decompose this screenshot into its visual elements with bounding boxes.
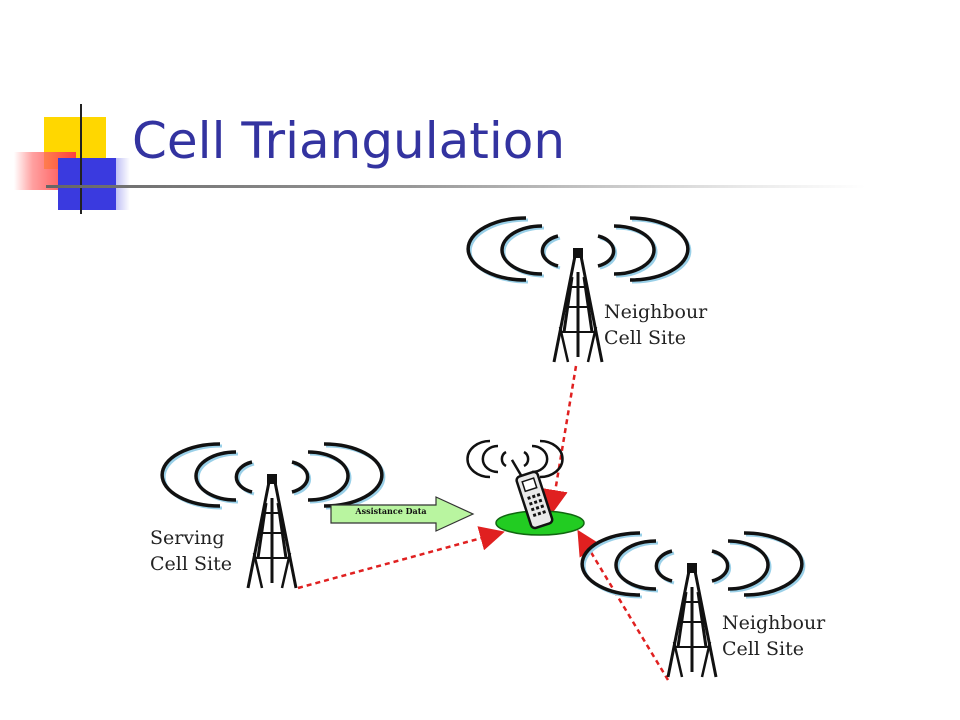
mobile-handset-icon [466,439,585,536]
neighbour-bottom-label-line1: Neighbour [722,612,826,634]
serving-cell-site-label: Serving Cell Site [150,525,232,577]
link-serving-to-handset [297,526,505,590]
corner-blue-fade [108,158,130,210]
assistance-data-arrow [330,496,475,532]
link-top-neighbour-to-handset [542,365,578,515]
neighbour-bottom-label-line2: Cell Site [722,638,804,660]
neighbour-top-cell-site-label: Neighbour Cell Site [604,299,707,351]
corner-vertical-line [80,104,82,214]
link-bottom-neighbour-to-handset [577,529,670,681]
assistance-data-label: Assistance Data [355,506,427,516]
neighbour-top-label-line2: Cell Site [604,327,686,349]
corner-blue-square [58,158,116,210]
serving-label-line2: Cell Site [150,553,232,575]
serving-label-line1: Serving [150,527,225,549]
neighbour-top-label-line1: Neighbour [604,301,708,323]
title-underline [46,185,866,188]
neighbour-bottom-cell-site-label: Neighbour Cell Site [722,610,825,662]
slide-title: Cell Triangulation [132,112,566,170]
